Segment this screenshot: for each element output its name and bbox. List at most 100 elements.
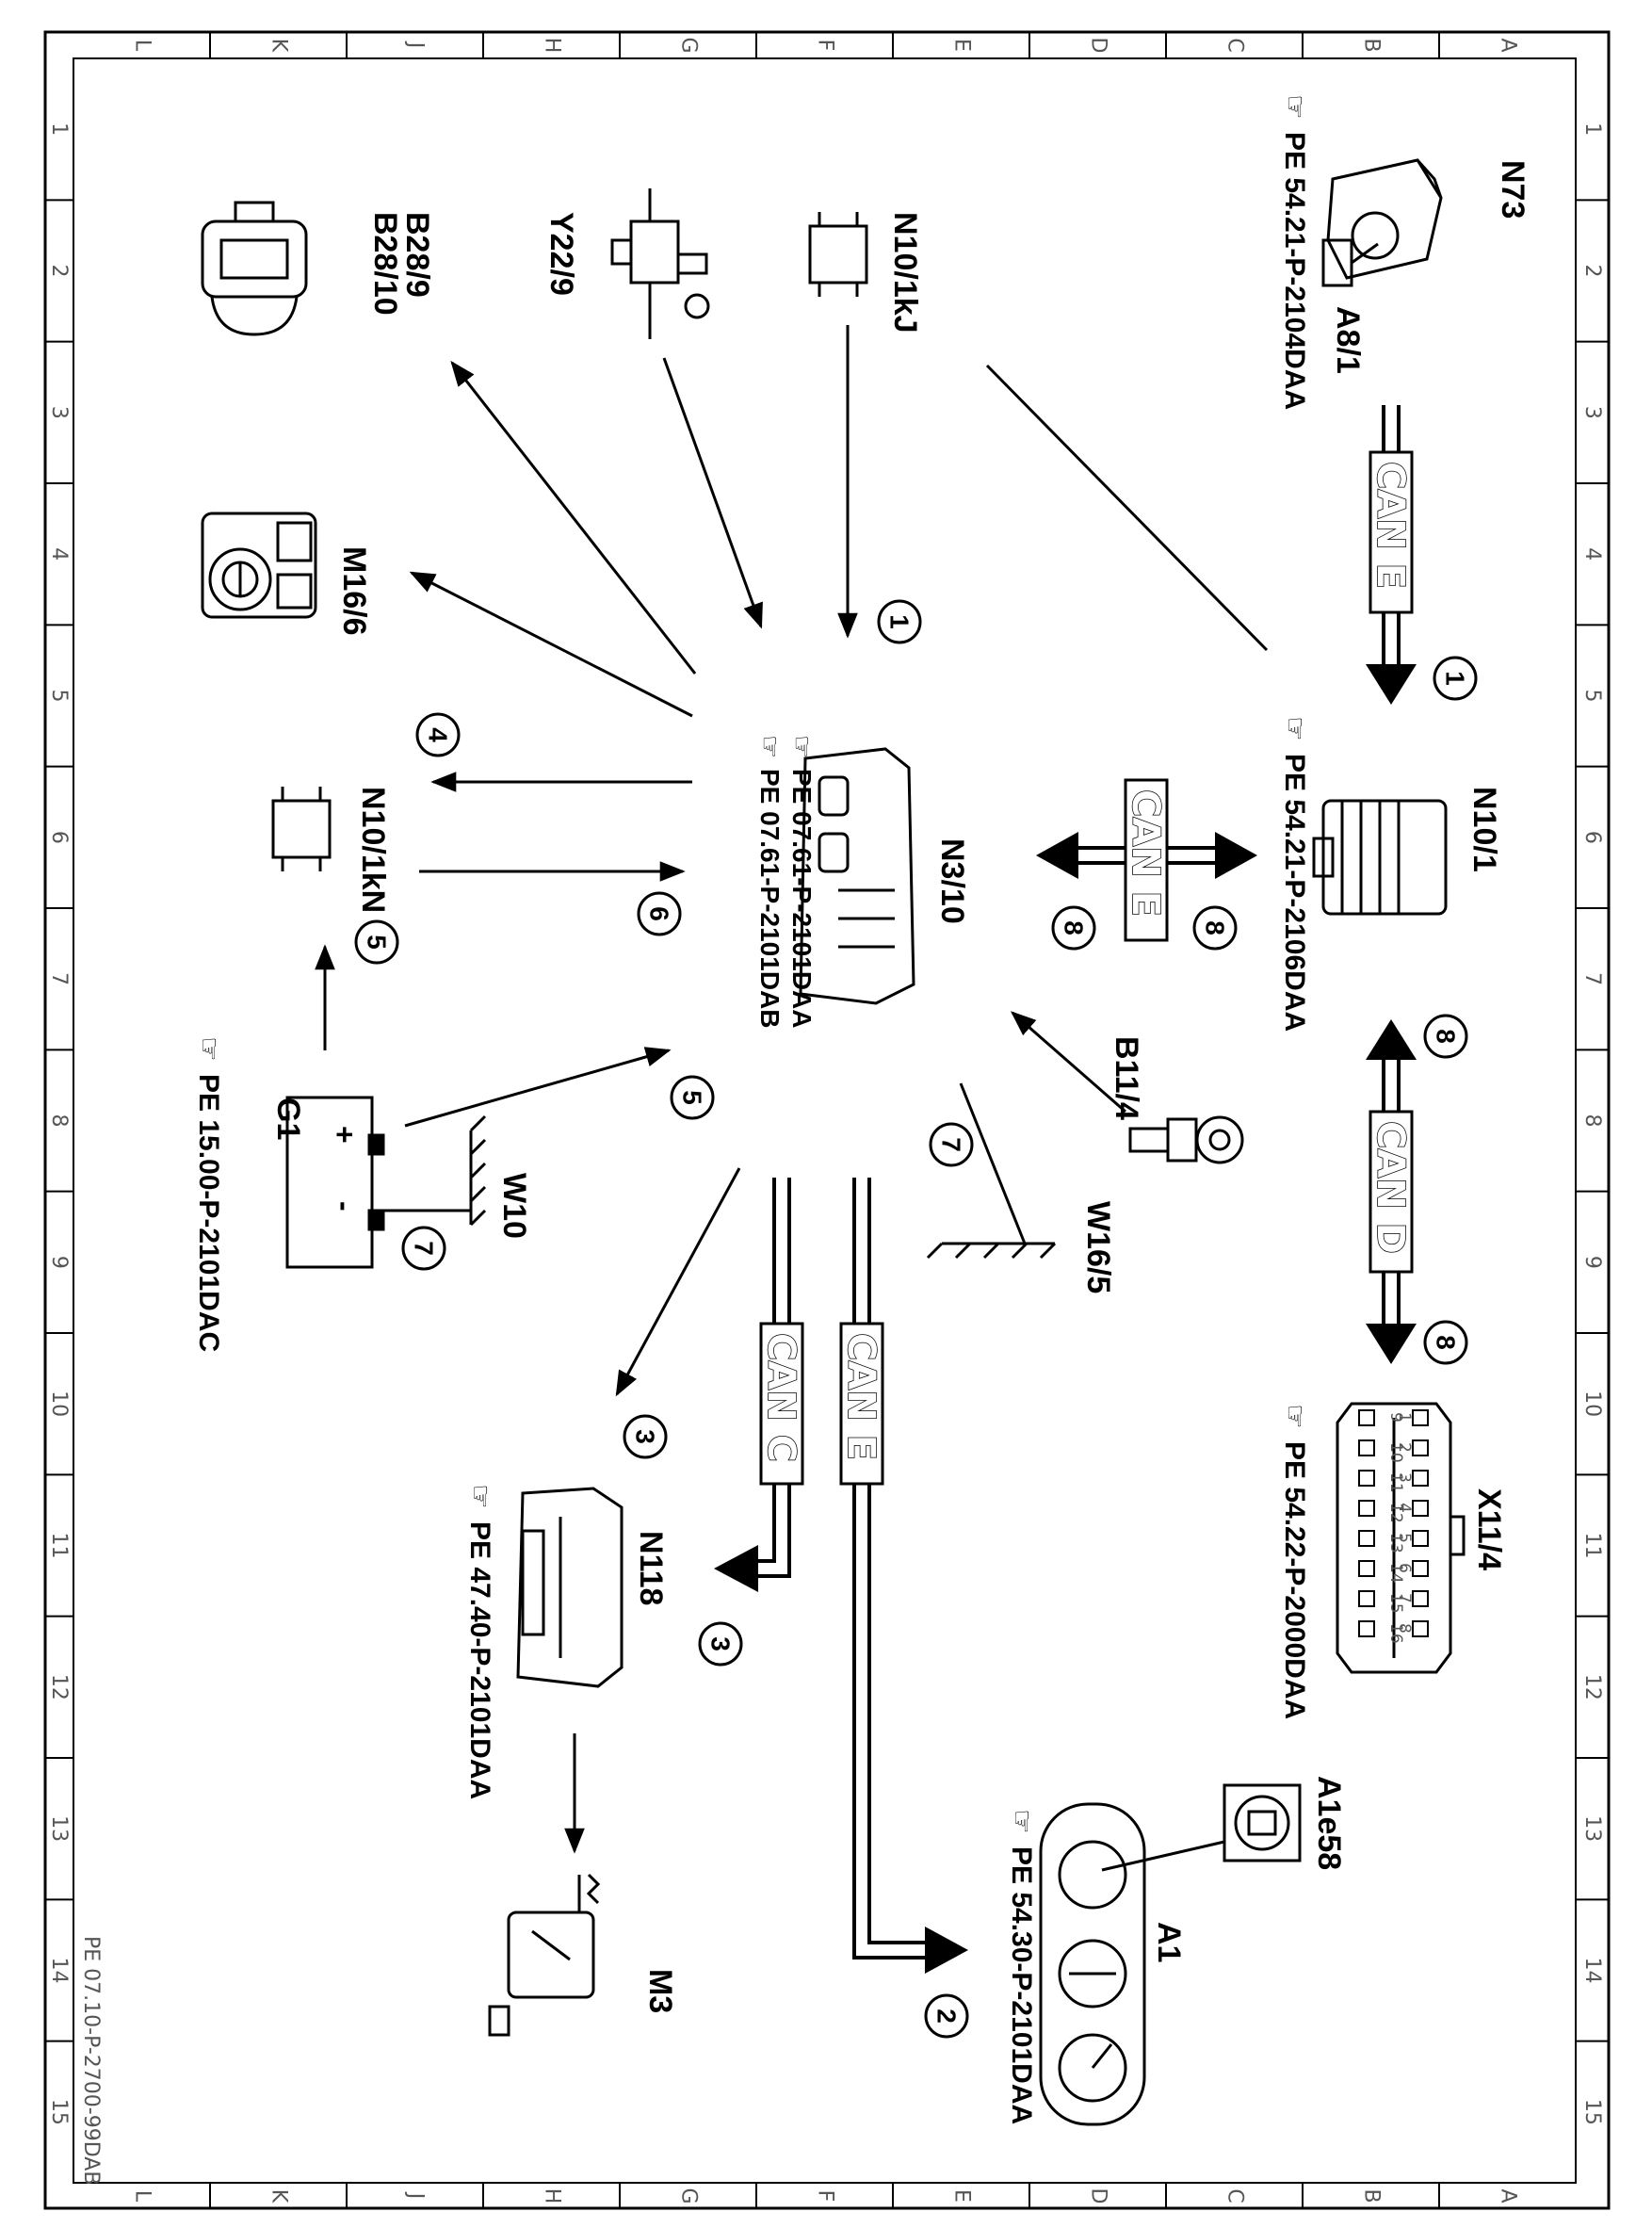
step-circle	[877, 599, 922, 644]
fuel-pump-icon	[488, 1873, 601, 2037]
diagnostic-pin	[1358, 1409, 1375, 1426]
diagnostic-pin-number: 10	[1386, 1442, 1405, 1463]
step-number: 3	[631, 1429, 660, 1444]
can-e-bus-n73-n10-1: CAN E	[1366, 405, 1417, 705]
ref-x11-4: ☞ PE 54.22-P-2000DAA	[1279, 1404, 1310, 1719]
battery-plus: +	[328, 1126, 362, 1144]
diagnostic-pin	[1358, 1500, 1375, 1517]
n73-label: N73	[1495, 160, 1531, 219]
grid-letter-k: K	[267, 2189, 291, 2204]
ref-n10-1: ☞ PE 54.21-P-2106DAA	[1279, 716, 1310, 1032]
grid-letter-k: K	[267, 39, 291, 53]
reference-hand-icon: ☞	[1279, 1404, 1310, 1429]
grid-number-9: 9	[1580, 1256, 1604, 1269]
grid-number-6: 6	[1580, 831, 1604, 844]
step-circle	[670, 1075, 715, 1120]
can-e-bus-ecu-a1: CAN E	[838, 1178, 968, 1974]
m3-label: M3	[642, 1969, 678, 2013]
grid-number-13: 13	[47, 1815, 71, 1842]
reference-hand-icon: ☞	[1279, 94, 1310, 120]
diagnostic-connector-icon	[1336, 1402, 1466, 1674]
step-circle	[1423, 1014, 1468, 1059]
pressure-sensor-icon	[201, 201, 308, 336]
grid-letter-d: D	[1087, 38, 1110, 54]
grid-letter-j: J	[404, 2191, 428, 2200]
n10-1-label: N10/1	[1466, 787, 1502, 872]
diagnostic-pin	[1412, 1530, 1429, 1547]
grid-number-12: 12	[1580, 1674, 1604, 1700]
grid-number-7: 7	[47, 972, 71, 985]
diagnostic-pin-number: 4	[1395, 1503, 1414, 1513]
grid-letter-f: F	[814, 40, 837, 52]
battery-minus: -	[328, 1201, 362, 1212]
grid-number-6: 6	[47, 831, 71, 844]
grid-letter-g: G	[677, 37, 701, 53]
coolant-temperature-sensor-icon	[1128, 1115, 1244, 1164]
grid-number-14: 14	[47, 1958, 71, 1984]
relay-kj-icon	[808, 212, 868, 297]
line-b11-to-ecu	[1010, 1011, 1126, 1114]
grid-letter-g: G	[677, 2187, 701, 2204]
line-ecu-to-b28	[450, 360, 697, 675]
engine-control-unit-icon	[799, 747, 915, 1005]
y22-9-label: Y22/9	[543, 212, 579, 296]
grid-number-5: 5	[1580, 690, 1604, 703]
line-ecu-to-n118	[615, 1167, 741, 1397]
grid-number-11: 11	[47, 1533, 71, 1559]
step-number: 7	[937, 1137, 966, 1152]
diagnostic-pin	[1358, 1590, 1375, 1607]
step-number: 8	[1432, 1335, 1461, 1350]
step-number: 3	[706, 1636, 736, 1651]
svg-text:PE 54.21-P-2106DAA: PE 54.21-P-2106DAA	[1279, 754, 1310, 1032]
step-circle	[698, 1621, 743, 1667]
reference-hand-icon: ☞	[193, 1036, 224, 1062]
diagnostic-pin	[1412, 1439, 1429, 1456]
step-number: 4	[424, 727, 453, 742]
diagnostic-pin	[1358, 1560, 1375, 1577]
diagnostic-pin	[1412, 1409, 1429, 1426]
svg-text:CAN E: CAN E	[1369, 462, 1412, 589]
grid-number-2: 2	[1580, 265, 1604, 278]
relay-kn-icon	[271, 787, 332, 871]
diagnostic-pin-number: 12	[1386, 1503, 1405, 1523]
step-circle	[924, 1993, 969, 2039]
diagnostic-pin	[1412, 1500, 1429, 1517]
diagnostic-pin-number: 14	[1386, 1563, 1405, 1584]
fuel-pump-control-unit-icon	[516, 1487, 624, 1688]
step-number: 2	[932, 2008, 962, 2024]
w10-label: W10	[496, 1173, 532, 1239]
ref-n3-10-b: ☞ PE 07.61-P-2101DAB	[755, 735, 785, 1028]
ignition-switch-icon	[1321, 158, 1443, 287]
line-ecu-to-m16	[409, 571, 693, 718]
grid-number-7: 7	[1580, 972, 1604, 985]
step-circle	[415, 712, 461, 757]
a1e58-label: A1e58	[1311, 1776, 1347, 1870]
diagnostic-pin	[1358, 1470, 1375, 1487]
n10-1kn-label: N10/1kN	[355, 787, 391, 913]
sam-module-icon	[1312, 799, 1448, 916]
svg-text:PE 54.30-P-2101DAA: PE 54.30-P-2101DAA	[1006, 1846, 1037, 2124]
svg-text:PE 54.22-P-2000DAA: PE 54.22-P-2000DAA	[1279, 1441, 1310, 1719]
diagnostic-pin	[1412, 1560, 1429, 1577]
step-number: 1	[885, 614, 915, 629]
diagnostic-pin-number: 13	[1386, 1533, 1405, 1553]
ref-g1: ☞ PE 15.00-P-2101DAC	[193, 1036, 224, 1352]
step-circle	[929, 1122, 974, 1167]
grid-letter-h: H	[541, 2188, 564, 2204]
instrument-cluster-icon	[1039, 1802, 1146, 2126]
w16-5-label: W16/5	[1080, 1201, 1116, 1293]
ref-a1: ☞ PE 54.30-P-2101DAA	[1006, 1809, 1037, 2124]
diagnostic-pin	[1412, 1590, 1429, 1607]
diagnostic-pin-number: 8	[1395, 1623, 1414, 1634]
grid-number-1: 1	[1580, 122, 1604, 136]
diagnostic-pin-number: 7	[1395, 1593, 1414, 1603]
svg-text:PE 47.40-P-2101DAA: PE 47.40-P-2101DAA	[464, 1521, 495, 1799]
diagnostic-pin-number: 11	[1386, 1472, 1405, 1493]
grid-number-8: 8	[1580, 1114, 1604, 1128]
ref-n118: ☞ PE 47.40-P-2101DAA	[464, 1484, 495, 1799]
can-e-bus-ecu-n10-1: CAN E	[1036, 778, 1257, 942]
can-d-bus: CAN D	[1366, 1019, 1417, 1364]
